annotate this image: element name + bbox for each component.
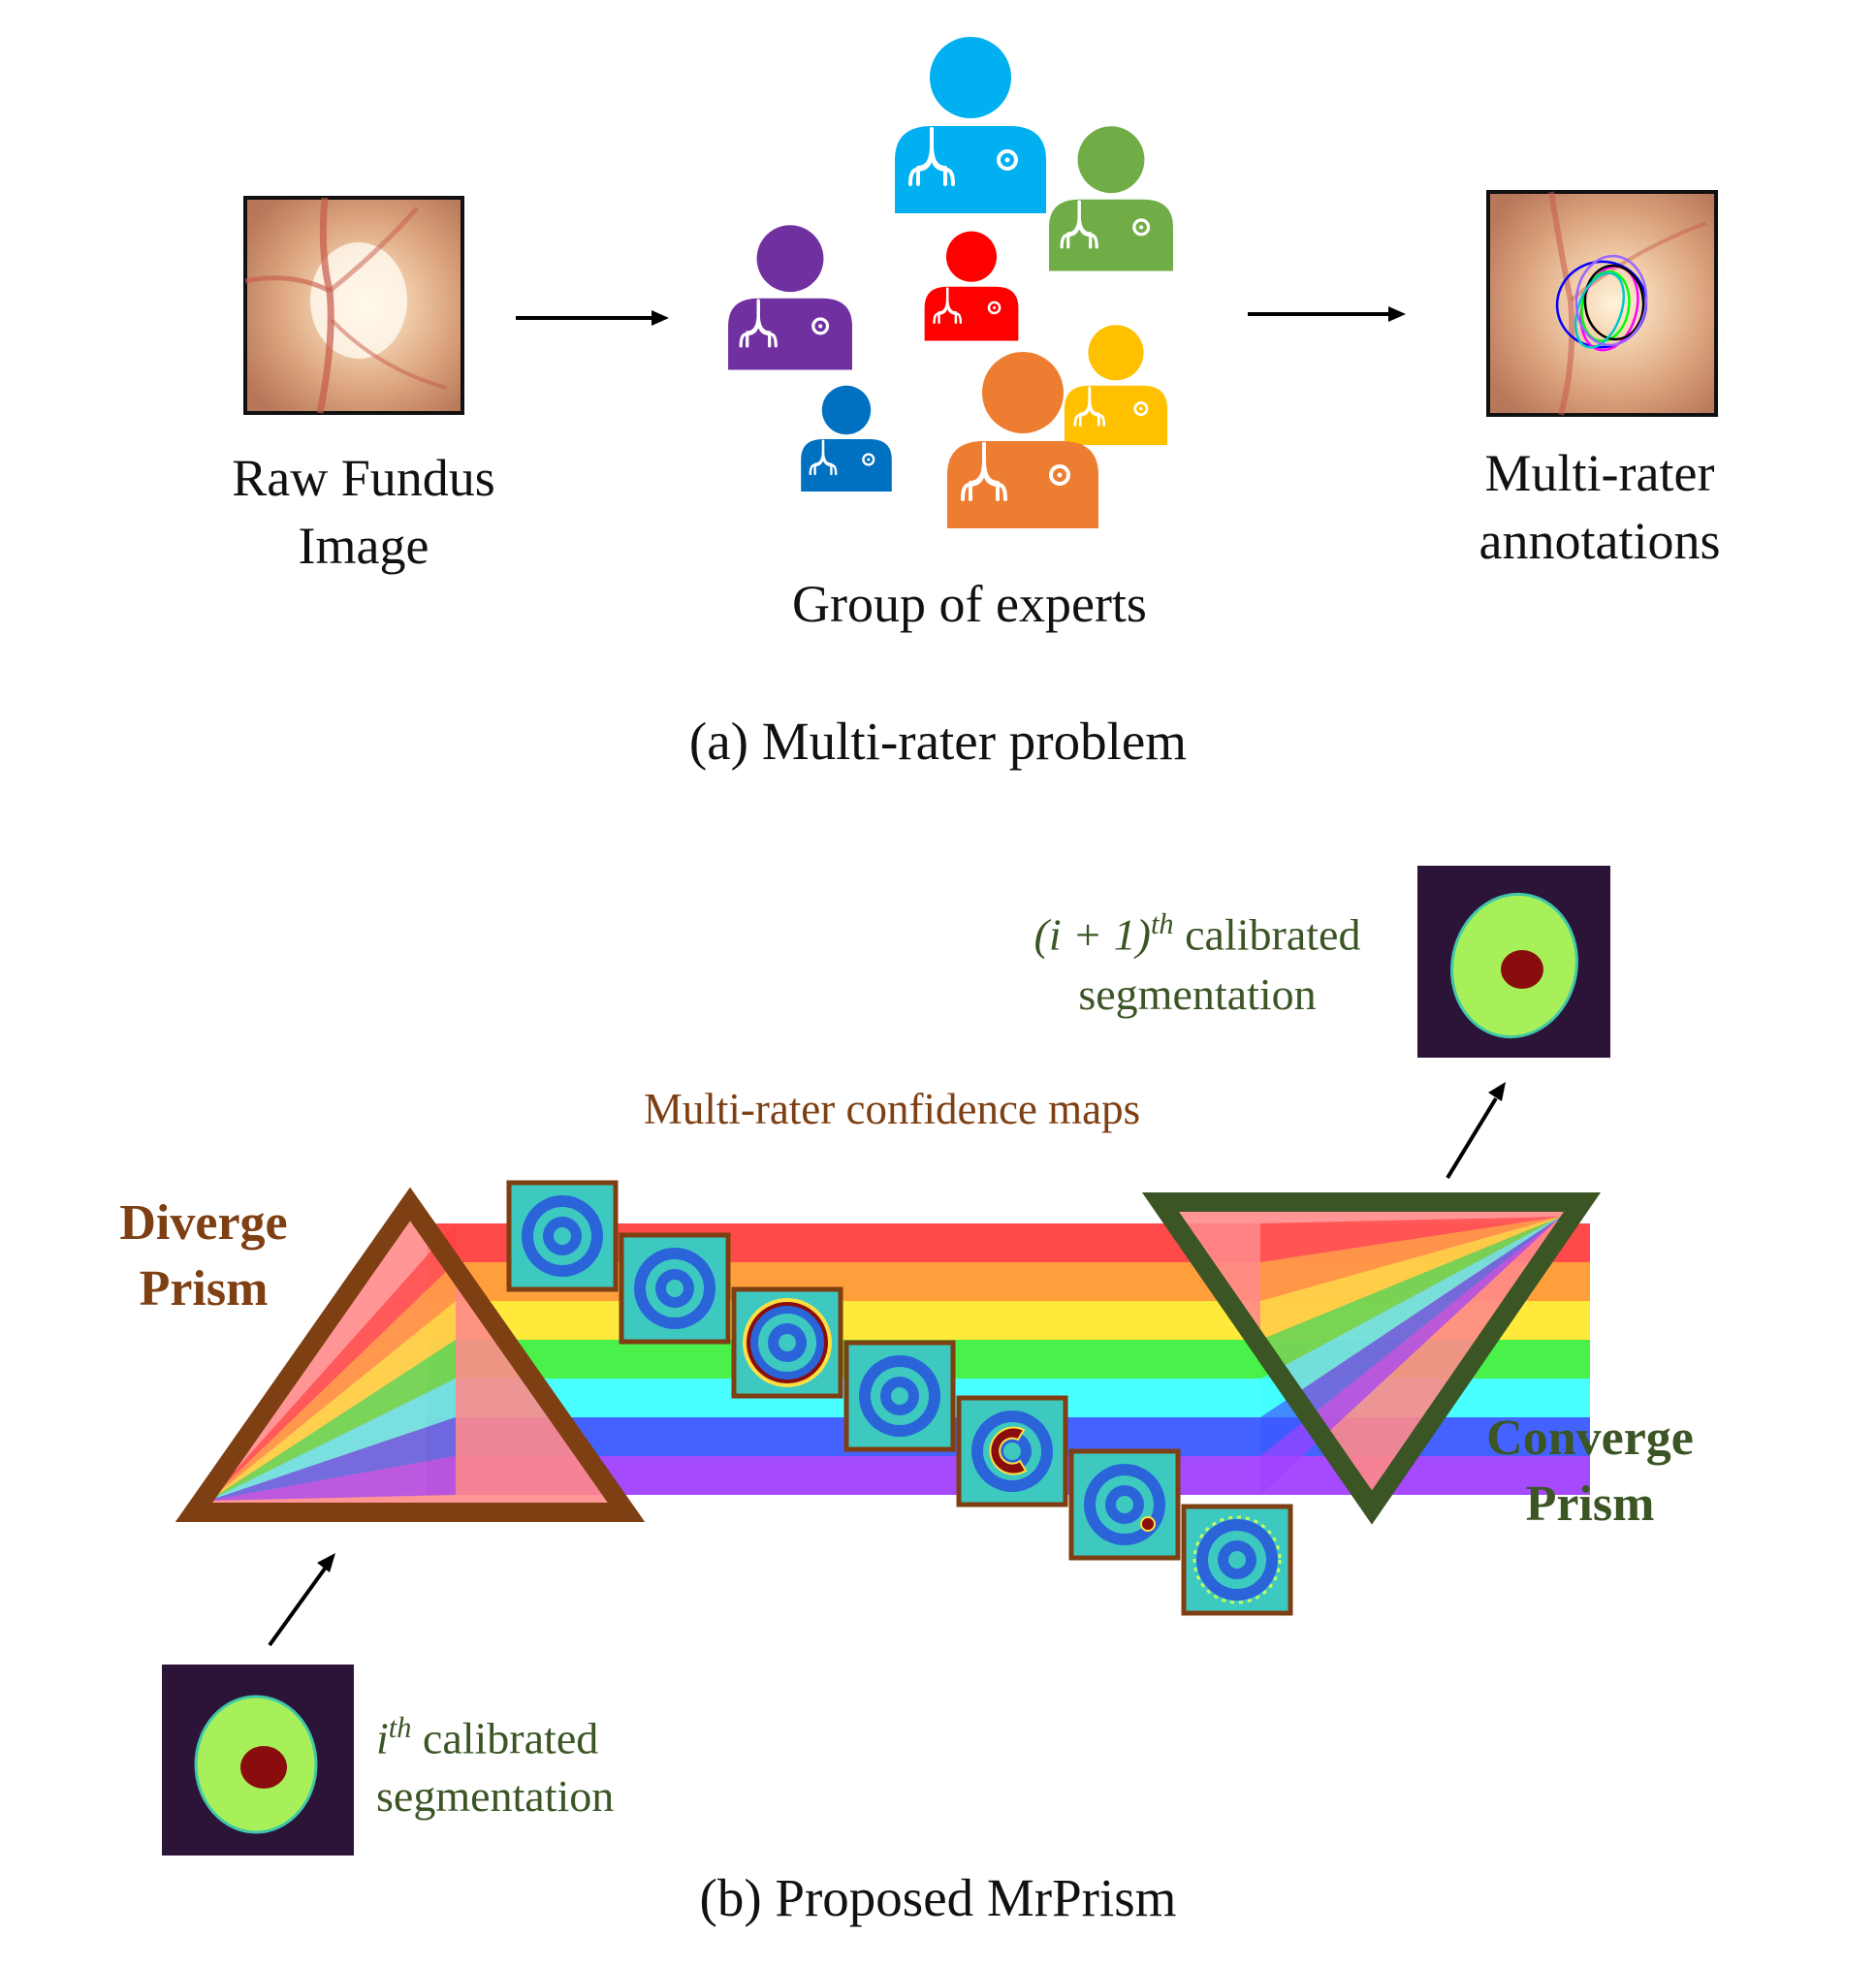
next-seg-sup: th <box>1151 907 1174 940</box>
arrow-from-converge <box>1446 1082 1506 1180</box>
cur-seg-rest: calibrated <box>411 1713 599 1763</box>
confidence-map <box>619 1232 731 1345</box>
confidence-map <box>1181 1504 1293 1616</box>
next-calibrated-segmentation-image <box>1417 866 1610 1058</box>
diverge-prism <box>175 1187 646 1522</box>
arrow-to-annotations <box>1248 306 1406 322</box>
doctor-icon <box>1049 126 1173 271</box>
confidence-maps <box>506 1180 1293 1616</box>
doctor-icon <box>1064 325 1168 445</box>
doctor-icon <box>895 37 1046 213</box>
current-calibrated-segmentation-image <box>162 1665 354 1856</box>
confidence-map <box>731 1286 843 1399</box>
doctor-icon <box>947 352 1098 528</box>
annotation-contour <box>1574 254 1648 347</box>
multi-rater-annotation-image <box>1486 190 1718 417</box>
converge-prism <box>1141 1192 1602 1525</box>
raw-fundus-image <box>243 196 464 415</box>
confidence-map <box>1068 1448 1181 1561</box>
diverge-ray <box>208 1340 456 1501</box>
cur-seg-math: i <box>376 1713 389 1763</box>
raw-fundus-label: Raw Fundus Image <box>232 449 495 575</box>
group-of-experts-label: Group of experts <box>792 575 1147 633</box>
doctor-icon <box>801 385 892 492</box>
diverge-ray <box>208 1262 456 1501</box>
next-calibrated-segmentation-label: (i + 1)th calibrated segmentation <box>1033 907 1361 1020</box>
diverge-ray <box>208 1223 456 1501</box>
confidence-map <box>956 1395 1068 1507</box>
diverge-ray <box>208 1301 456 1501</box>
confidence-map <box>843 1340 956 1452</box>
arrow-to-experts <box>516 310 669 326</box>
confidence-maps-label: Multi-rater confidence maps <box>643 1085 1141 1133</box>
multi-rater-annotations-label: Multi-rater annotations <box>1479 444 1721 570</box>
converge-ray <box>1260 1217 1561 1495</box>
confidence-map <box>506 1180 619 1292</box>
experts-group <box>728 37 1173 528</box>
annotation-contour <box>1580 270 1631 342</box>
annotation-contour <box>1574 271 1626 349</box>
next-seg-rest: calibrated <box>1173 909 1361 960</box>
arrow-to-diverge <box>268 1553 335 1647</box>
converge-prism-label: Converge Prism <box>1486 1411 1694 1532</box>
doctor-icon <box>728 225 852 370</box>
diverge-ray <box>208 1379 456 1501</box>
next-seg-math: (i + 1) <box>1033 909 1151 960</box>
caption-a: (a) Multi-rater problem <box>688 712 1188 771</box>
diverge-prism-label: Diverge Prism <box>119 1195 288 1317</box>
diverge-ray <box>208 1456 456 1501</box>
current-calibrated-segmentation-label: ith calibrated segmentation <box>376 1711 615 1822</box>
annotation-contour <box>1583 264 1645 341</box>
cur-seg-sup: th <box>388 1711 412 1744</box>
doctor-icon <box>924 231 1019 341</box>
diverge-ray <box>208 1417 456 1501</box>
caption-b: (b) Proposed MrPrism <box>699 1868 1177 1927</box>
